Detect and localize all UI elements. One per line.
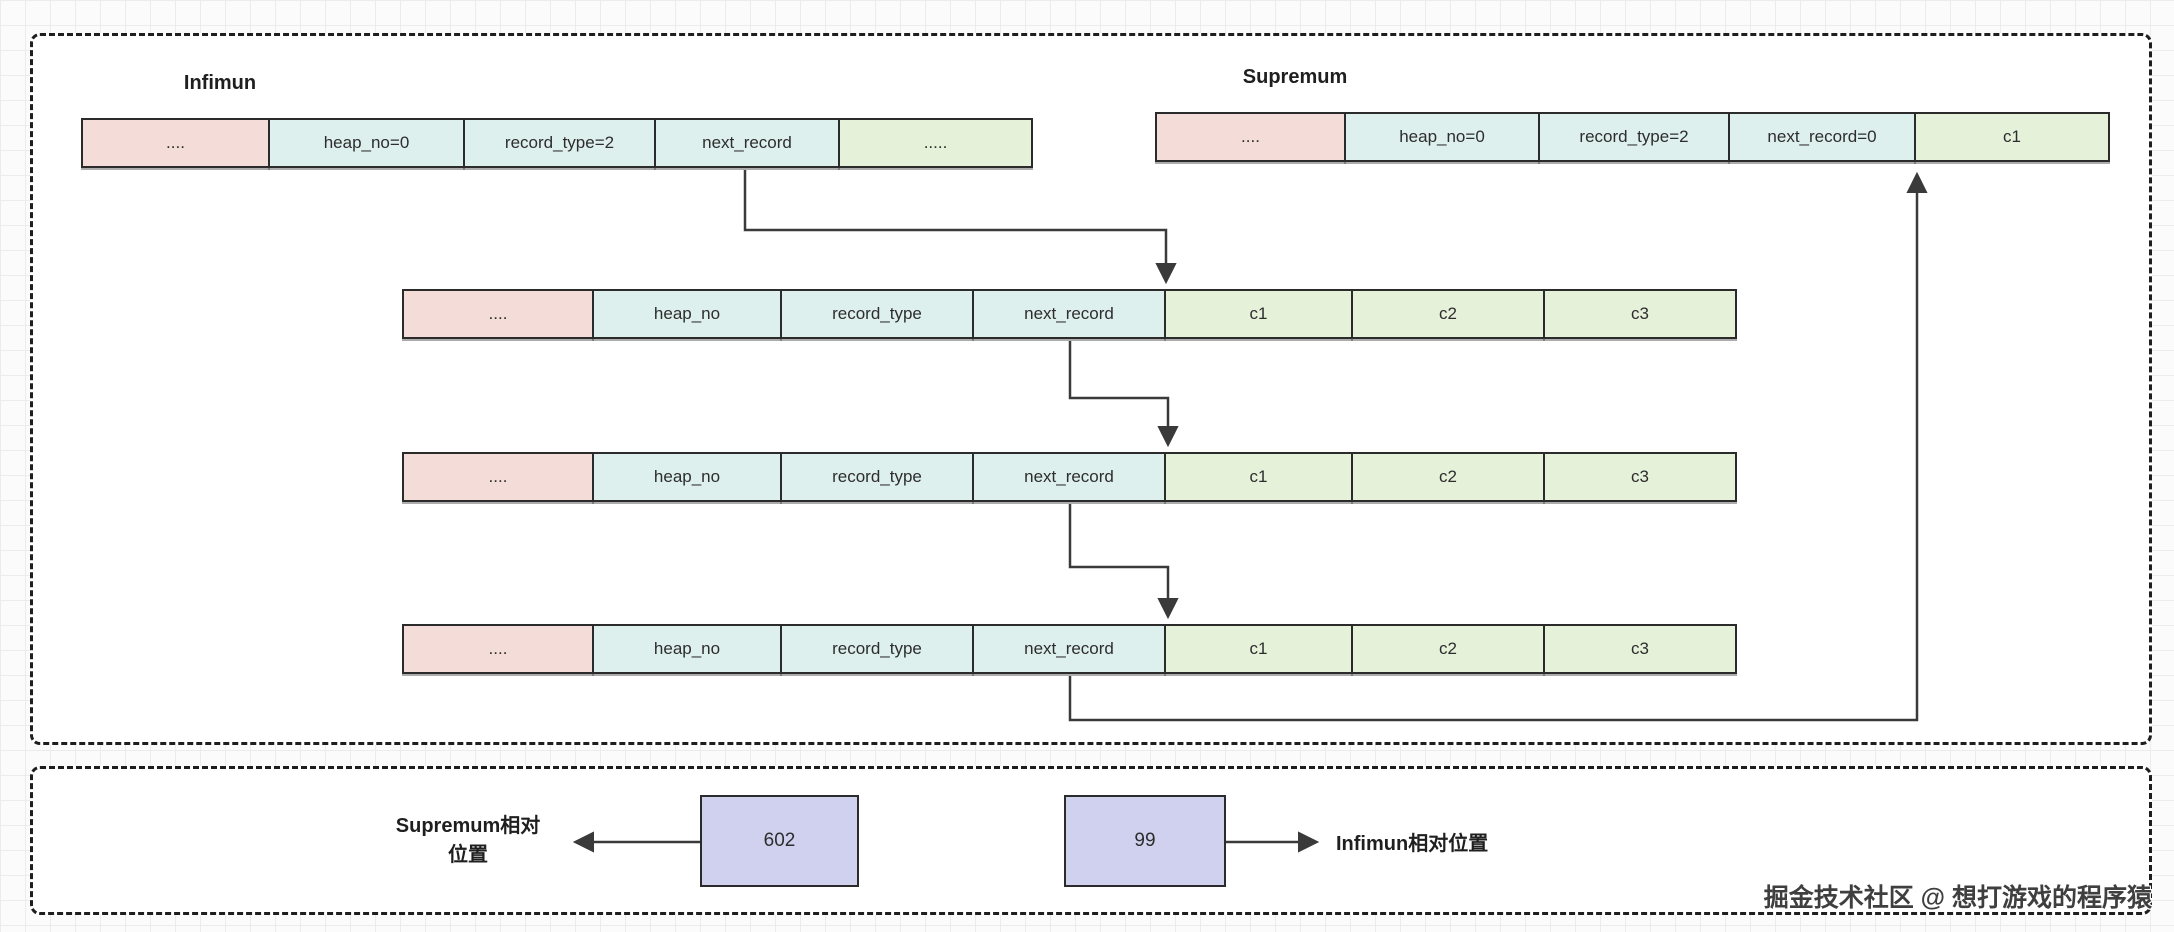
supremum-cell-extra: .... (1155, 112, 1346, 162)
infimum-row: .... heap_no=0 record_type=2 next_record… (81, 118, 1033, 168)
supremum-offset-value-box: 602 (700, 795, 859, 887)
record1-cell-c3: c3 (1543, 289, 1737, 339)
infimum-offset-value-box: 99 (1064, 795, 1226, 887)
record3-cell-c3: c3 (1543, 624, 1737, 674)
infimum-cell-next-record: next_record (654, 118, 840, 168)
supremum-row: .... heap_no=0 record_type=2 next_record… (1155, 112, 2110, 162)
infimum-cell-record-type: record_type=2 (463, 118, 656, 168)
record-row-2: .... heap_no record_type next_record c1 … (402, 452, 1737, 502)
infimum-cell-extra: .... (81, 118, 270, 168)
record3-cell-c2: c2 (1351, 624, 1545, 674)
record1-cell-heap-no: heap_no (592, 289, 782, 339)
supremum-cell-heap-no: heap_no=0 (1344, 112, 1540, 162)
record2-cell-record-type: record_type (780, 452, 974, 502)
infimum-cell-columns: ..... (838, 118, 1033, 168)
record1-cell-extra: .... (402, 289, 594, 339)
infimum-cell-heap-no: heap_no=0 (268, 118, 465, 168)
record2-cell-heap-no: heap_no (592, 452, 782, 502)
infimum-title: Infimun (183, 72, 257, 94)
record2-cell-next-record: next_record (972, 452, 1166, 502)
record-row-1: .... heap_no record_type next_record c1 … (402, 289, 1737, 339)
supremum-title: Supremum (1242, 66, 1348, 88)
supremum-cell-c1: c1 (1914, 112, 2110, 162)
record2-cell-c2: c2 (1351, 452, 1545, 502)
record3-cell-record-type: record_type (780, 624, 974, 674)
supremum-cell-next-record: next_record=0 (1728, 112, 1916, 162)
record2-cell-c1: c1 (1164, 452, 1353, 502)
record3-cell-extra: .... (402, 624, 594, 674)
record2-cell-c3: c3 (1543, 452, 1737, 502)
supremum-offset-label-line1: Supremum相对 (395, 815, 541, 837)
supremum-cell-record-type: record_type=2 (1538, 112, 1730, 162)
record3-cell-heap-no: heap_no (592, 624, 782, 674)
record1-cell-c2: c2 (1351, 289, 1545, 339)
record1-cell-c1: c1 (1164, 289, 1353, 339)
record3-cell-c1: c1 (1164, 624, 1353, 674)
supremum-offset-label: Supremum相对 位置 (368, 812, 568, 870)
record1-cell-record-type: record_type (780, 289, 974, 339)
watermark-text: 掘金技术社区 @ 想打游戏的程序猿 (1763, 884, 2152, 912)
supremum-offset-label-line2: 位置 (448, 844, 488, 866)
record2-cell-extra: .... (402, 452, 594, 502)
record3-cell-next-record: next_record (972, 624, 1166, 674)
record-row-3: .... heap_no record_type next_record c1 … (402, 624, 1737, 674)
record1-cell-next-record: next_record (972, 289, 1166, 339)
infimum-offset-label: Infimun相对位置 (1336, 833, 1489, 855)
